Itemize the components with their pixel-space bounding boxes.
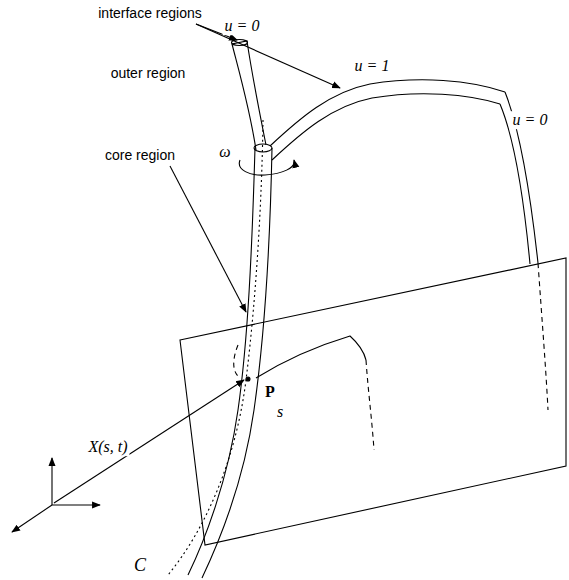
- point-marker: [246, 377, 250, 381]
- sheet-edge: [538, 263, 548, 410]
- section-curve: [366, 360, 374, 450]
- axis-arrow: [51, 458, 52, 505]
- interface-sheet: [270, 80, 505, 146]
- curve-label: C: [132, 556, 148, 576]
- value-label: u = 0: [223, 17, 262, 35]
- interface-sheet: [232, 41, 266, 150]
- core-end: [254, 144, 272, 152]
- symbol-label: s: [275, 403, 285, 421]
- interface-sheet: [272, 94, 500, 160]
- section-curve: [256, 336, 366, 378]
- axis-arrow: [12, 505, 52, 532]
- section-curve: [234, 345, 240, 378]
- core-tube: [188, 148, 255, 575]
- leader-arrow: [196, 24, 340, 88]
- position-vector: [54, 380, 244, 503]
- value-label: u = 1: [353, 57, 392, 75]
- region-label: core region: [103, 148, 177, 163]
- core-tube: [202, 148, 272, 578]
- rotation-arrow: [239, 160, 294, 175]
- region-label: interface regions: [96, 6, 204, 21]
- point-label: P: [263, 383, 277, 401]
- region-label: outer region: [109, 66, 188, 81]
- vector-label: X(s, t): [86, 438, 129, 456]
- filament-curve: [168, 120, 263, 575]
- symbol-label: ω: [217, 143, 232, 161]
- cross-section-plane: [180, 258, 566, 545]
- axis-arrow: [52, 504, 100, 505]
- value-label: u = 0: [511, 111, 550, 129]
- leader-arrow: [170, 166, 246, 312]
